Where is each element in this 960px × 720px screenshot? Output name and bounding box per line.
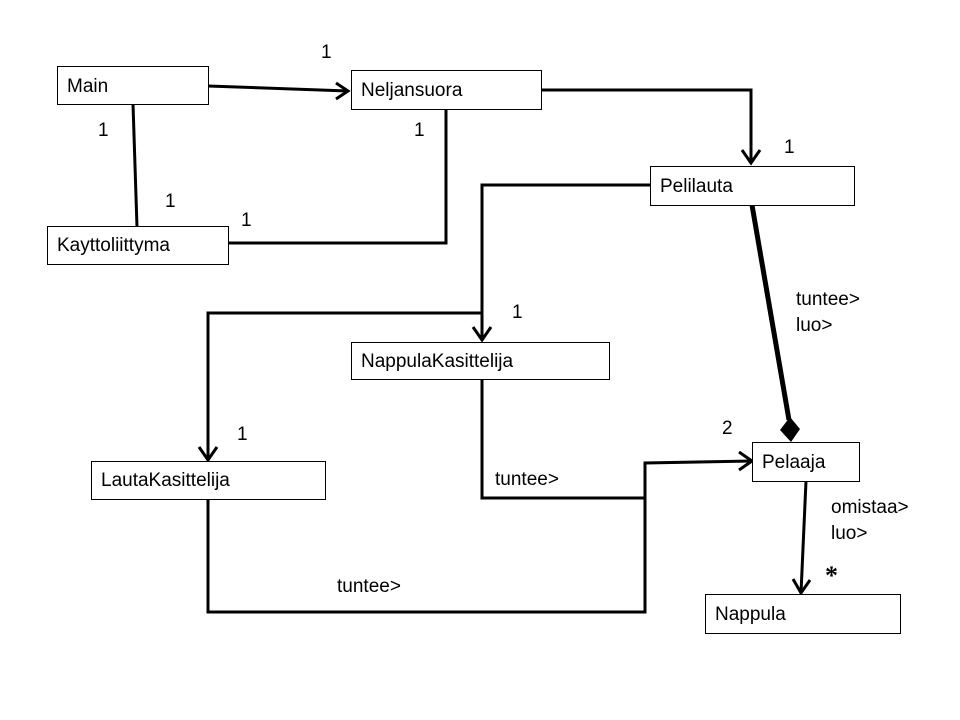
mult-main-kayttoliittyma-bottom: 1 <box>165 191 176 212</box>
mult-pelaaja-nappula: * <box>825 561 838 590</box>
arrowhead-pelilauta <box>740 149 762 166</box>
class-neljansuora[interactable]: Neljansuora <box>351 70 542 110</box>
class-lautakasittelija[interactable]: LautaKasittelija <box>91 461 326 500</box>
composition-diamond <box>780 417 800 442</box>
arrowhead-nappula <box>791 578 812 596</box>
assoc-pelilauta-lautakasittelija <box>206 311 482 460</box>
class-kayttoliittyma[interactable]: Kayttoliittyma <box>47 226 229 265</box>
class-nappulakasittelija[interactable]: NappulaKasittelija <box>351 342 610 380</box>
label-lautakasittelija-pelaaja: tuntee> <box>337 576 401 597</box>
class-pelaaja[interactable]: Pelaaja <box>752 442 860 482</box>
assoc-neljansuora-pelilauta <box>541 88 753 163</box>
arrowhead-nappulakasittelija <box>471 326 493 343</box>
assoc-neljansuora-kayttoliittyma <box>229 109 448 245</box>
assoc-main-kayttoliittyma <box>131 103 139 228</box>
mult-main-kayttoliittyma-top: 1 <box>98 120 109 141</box>
label-pelilauta-pelaaja: tuntee> luo> <box>796 289 860 336</box>
assoc-nappulakasittelija-pelaaja <box>480 380 645 500</box>
arrowhead-neljansuora <box>335 81 351 101</box>
label-nappulakasittelija-pelaaja: tuntee> <box>495 469 559 490</box>
class-nappula[interactable]: Nappula <box>705 594 901 634</box>
assoc-pelilauta-nappulakasittelija <box>480 183 650 340</box>
composition-pelilauta-pelaaja <box>749 204 792 421</box>
mult-main-neljansuora: 1 <box>321 42 332 63</box>
mult-neljansuora-pelilauta: 1 <box>784 137 795 158</box>
mult-pelilauta-pelaaja: 2 <box>722 418 733 439</box>
mult-pelilauta-nappulakasittelija: 1 <box>512 302 523 323</box>
arrowhead-lautakasittelija <box>197 446 219 463</box>
class-main[interactable]: Main <box>57 66 209 105</box>
label-pelaaja-nappula: omistaa> luo> <box>831 497 909 544</box>
class-pelilauta[interactable]: Pelilauta <box>650 166 855 206</box>
mult-neljansuora-kayttoliittyma-bottom: 1 <box>241 210 252 231</box>
mult-neljansuora-kayttoliittyma-top: 1 <box>414 120 425 141</box>
mult-pelilauta-lautakasittelija: 1 <box>237 424 248 445</box>
assoc-main-neljansuora <box>207 84 349 93</box>
assoc-pelaaja-nappula <box>799 480 808 594</box>
assoc-lautakasittelija-pelaaja <box>206 459 753 614</box>
